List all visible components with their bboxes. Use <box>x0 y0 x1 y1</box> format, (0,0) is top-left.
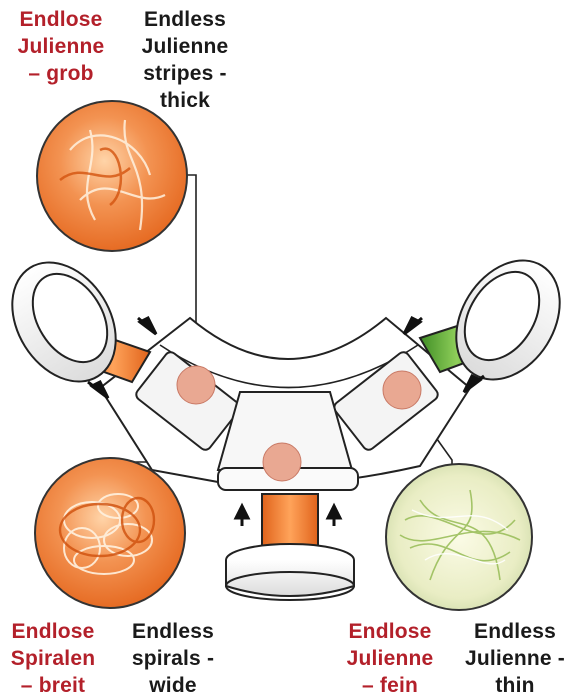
label-line: thick <box>159 89 210 112</box>
bottom-cap-base <box>225 560 355 597</box>
left-end-cap <box>11 261 152 384</box>
label-line: Julienne <box>17 35 105 58</box>
label-thin-julienne-en: Endless Julienne - thin <box>456 618 574 699</box>
marker-dot-wide-spirals <box>262 442 302 482</box>
zucchini-thin-julienne-photo <box>385 463 533 611</box>
label-line: Endless <box>144 8 226 31</box>
label-line: spirals - <box>131 647 215 670</box>
bottom-cap-rim <box>225 571 355 601</box>
label-line: Endless <box>474 620 556 643</box>
label-line: Julienne - <box>464 647 566 670</box>
marker-dot-thin-julienne <box>382 370 422 410</box>
label-thick-julienne-en: Endless Julienne stripes - thick <box>122 6 248 114</box>
arrow-icon <box>137 315 158 336</box>
bottom-carrot-band <box>261 493 319 547</box>
label-line: Endlose <box>19 8 103 31</box>
label-thin-julienne-de: Endlose Julienne – fein <box>338 618 442 699</box>
marker-dot-thick-julienne <box>176 365 216 405</box>
arrows <box>87 315 485 526</box>
label-line: stripes - <box>143 62 227 85</box>
right-end-cap <box>418 259 561 381</box>
label-line: Endless <box>132 620 214 643</box>
label-thick-julienne-de: Endlose Julienne – grob <box>2 6 120 87</box>
spiralizer-inner-curve <box>159 344 419 389</box>
label-wide-spirals-de: Endlose Spiralen – breit <box>0 618 106 699</box>
label-line: Endlose <box>11 620 95 643</box>
carrot-thick-julienne-photo <box>36 100 188 252</box>
label-wide-spirals-en: Endless spirals - wide <box>118 618 228 699</box>
left-cap-inner <box>31 272 109 364</box>
arrow-icon <box>462 373 485 394</box>
label-line: Julienne <box>346 647 434 670</box>
arrow-icon <box>233 502 251 526</box>
label-line: – breit <box>20 674 86 697</box>
label-line: Endlose <box>348 620 432 643</box>
label-line: – grob <box>28 62 94 85</box>
right-cap-inner <box>463 270 541 362</box>
carrot-wide-spirals-photo <box>34 457 186 609</box>
label-line: wide <box>149 674 197 697</box>
blade-markers <box>176 365 422 482</box>
label-line: Julienne <box>141 35 229 58</box>
label-line: – fein <box>361 674 419 697</box>
bottom-end-cap <box>225 493 355 601</box>
arrow-icon <box>325 502 343 526</box>
label-line: thin <box>495 674 535 697</box>
arrow-icon <box>402 315 423 336</box>
arrow-icon <box>87 379 110 400</box>
label-line: Spiralen <box>10 647 96 670</box>
